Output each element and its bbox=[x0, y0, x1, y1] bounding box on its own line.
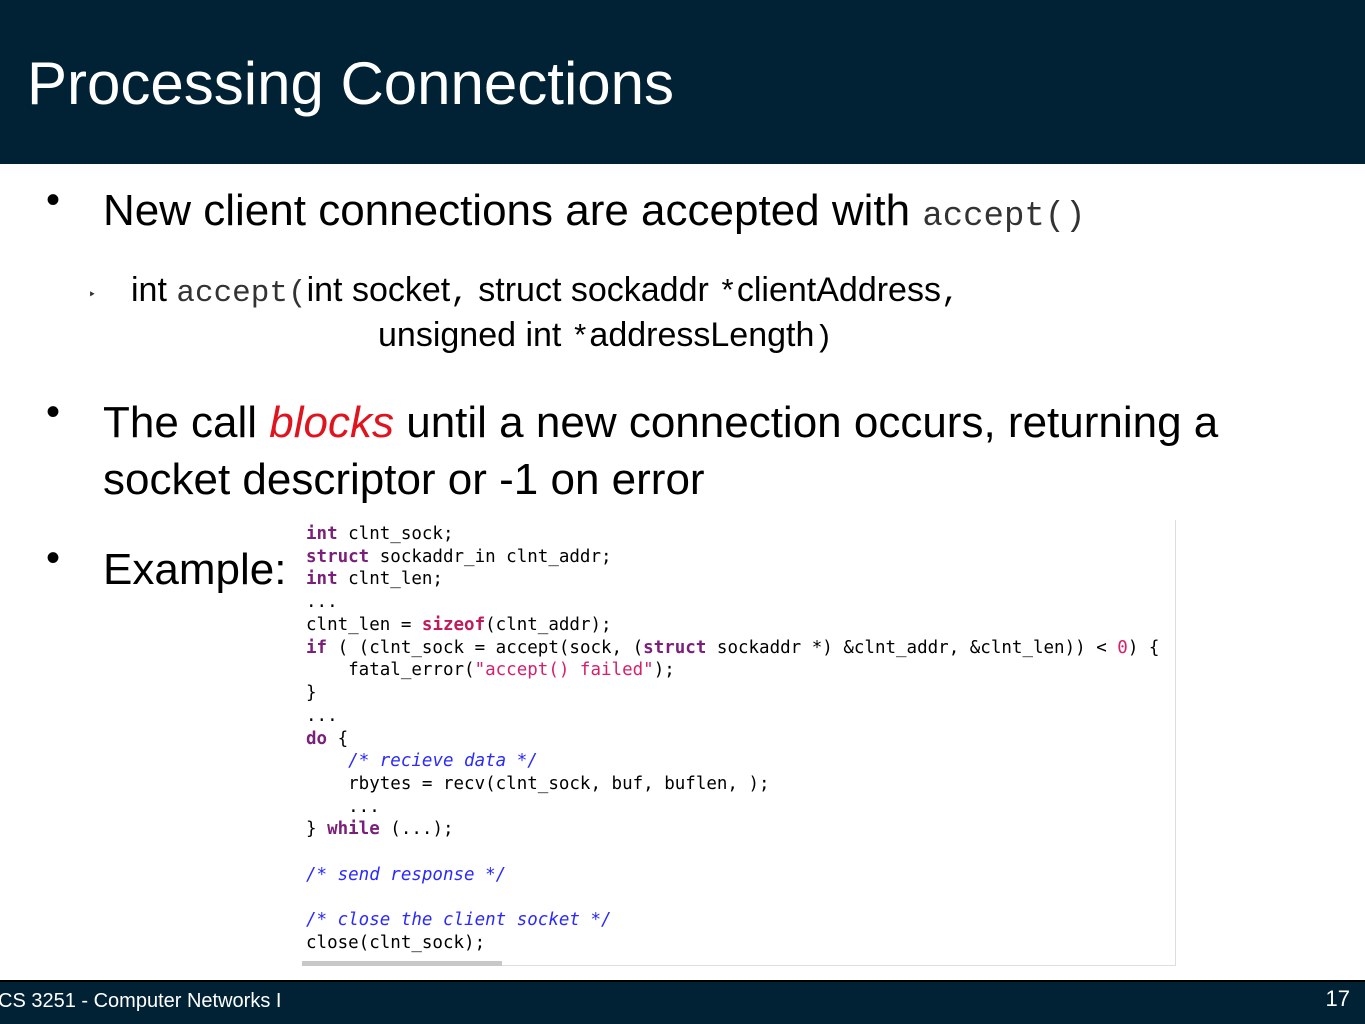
code-line: if ( (clnt_sock = accept(sock, (struct s… bbox=[306, 637, 1159, 659]
bullet-example: Example: bbox=[103, 545, 287, 594]
sig-accept: accept( bbox=[176, 276, 307, 311]
sig-int: int bbox=[131, 271, 177, 309]
code-line: ... bbox=[306, 592, 338, 612]
code-line: /* send response */ bbox=[306, 865, 507, 885]
sub-bullet-arrow-icon: ‣ bbox=[88, 286, 97, 302]
accept-signature-line1: int accept(int socket, struct sockaddr *… bbox=[131, 268, 960, 316]
footer-bar bbox=[0, 980, 1365, 1024]
sig-comma: , bbox=[450, 276, 469, 311]
code-line: struct sockaddr_in clnt_addr; bbox=[306, 546, 612, 568]
code-text: (clnt_addr); bbox=[485, 615, 612, 635]
sig-clientaddress: clientAddress bbox=[736, 271, 941, 309]
code-text: } bbox=[306, 819, 328, 839]
code-line: ... bbox=[306, 706, 338, 726]
code-kw: while bbox=[327, 819, 380, 839]
sig-star2: * bbox=[570, 321, 590, 356]
code-comment: /* recieve data */ bbox=[348, 751, 538, 771]
bullet-accept-text: New client connections are accepted with bbox=[103, 186, 923, 235]
sig-paren: ) bbox=[814, 321, 833, 356]
code-text bbox=[306, 751, 348, 771]
code-text: ( (clnt_sock = accept(sock, ( bbox=[327, 638, 644, 658]
bullet-blocks-pre: The call bbox=[103, 398, 270, 447]
code-line: int clnt_len; bbox=[306, 568, 443, 590]
code-text: fatal_error( bbox=[306, 660, 475, 680]
code-line: do { bbox=[306, 728, 348, 750]
code-text: clnt_len; bbox=[337, 569, 443, 589]
code-line: clnt_len = sizeof(clnt_addr); bbox=[306, 614, 612, 636]
code-kw: do bbox=[306, 729, 328, 749]
bullet-marker: • bbox=[46, 536, 61, 580]
page-number: 17 bbox=[1325, 986, 1350, 1011]
bullet-accept: New client connections are accepted with… bbox=[103, 182, 1086, 246]
code-text: clnt_len = bbox=[306, 615, 422, 635]
code-scrollbar[interactable] bbox=[302, 961, 502, 966]
bullet-marker: • bbox=[46, 178, 61, 222]
code-text: { bbox=[327, 729, 349, 749]
code-text: sockaddr *) &clnt_addr, &clnt_len)) < bbox=[706, 638, 1118, 658]
bullet-blocks: The call blocks until a new connection o… bbox=[103, 394, 1343, 508]
accept-signature-line2: unsigned int *addressLength) bbox=[378, 313, 833, 361]
slide-title: Processing Connections bbox=[27, 50, 675, 117]
sig-unsigned: unsigned int bbox=[378, 316, 571, 354]
code-number: 0 bbox=[1117, 638, 1128, 658]
sig-struct: struct sockaddr bbox=[468, 271, 719, 309]
code-line: fatal_error("accept() failed"); bbox=[306, 659, 675, 681]
code-text: (...); bbox=[379, 819, 454, 839]
course-name: CS 3251 - Computer Networks I bbox=[0, 990, 282, 1012]
sig-addresslength: addressLength bbox=[589, 316, 815, 354]
code-line: close(clnt_sock); bbox=[306, 933, 486, 953]
code-line: /* close the client socket */ bbox=[306, 910, 612, 930]
accept-code: accept() bbox=[922, 198, 1086, 236]
code-kw: sizeof bbox=[421, 615, 486, 635]
code-kw: struct bbox=[306, 547, 370, 567]
code-text: sockaddr_in clnt_addr; bbox=[369, 547, 612, 567]
sig-socket: int socket bbox=[306, 271, 451, 309]
code-line: /* recieve data */ bbox=[306, 750, 538, 772]
code-kw: int bbox=[306, 569, 338, 589]
code-line: rbytes = recv(clnt_sock, buf, buflen, ); bbox=[306, 774, 770, 794]
blocks-emphasis: blocks bbox=[269, 398, 395, 447]
sig-comma2: , bbox=[940, 276, 960, 311]
code-line: } while (...); bbox=[306, 818, 454, 840]
title-bar: Processing Connections bbox=[0, 0, 1365, 164]
bullet-marker: • bbox=[46, 390, 61, 434]
code-example-panel: int clnt_sock; struct sockaddr_in clnt_a… bbox=[302, 520, 1176, 966]
code-line: ... bbox=[306, 797, 380, 817]
code-kw: if bbox=[306, 638, 328, 658]
code-string: "accept() failed" bbox=[474, 660, 654, 680]
code-text: ) { bbox=[1127, 638, 1160, 658]
code-kw: int bbox=[306, 524, 338, 544]
code-line: int clnt_sock; bbox=[306, 523, 454, 545]
code-text: clnt_sock; bbox=[337, 524, 454, 544]
sig-star: * bbox=[718, 276, 737, 311]
code-text: ); bbox=[653, 660, 675, 680]
code-line: } bbox=[306, 683, 317, 703]
code-kw: struct bbox=[643, 638, 707, 658]
bullet-blocks-post: until a new connection occurs, returning… bbox=[103, 398, 1219, 504]
